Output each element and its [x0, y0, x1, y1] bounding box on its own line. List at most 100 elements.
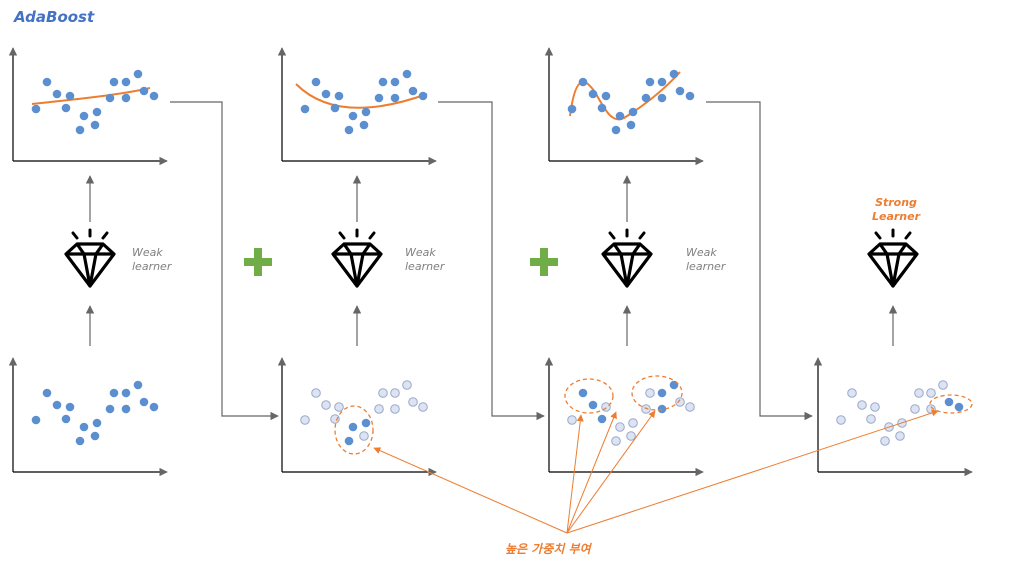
- page-title: AdaBoost: [14, 8, 95, 26]
- data-point: [90, 431, 100, 441]
- weak-label-line-2: learner: [405, 260, 445, 273]
- data-point: [390, 404, 400, 414]
- data-point: [408, 397, 418, 407]
- data-point: [641, 404, 651, 414]
- data-point: [321, 89, 331, 99]
- data-point: [626, 431, 636, 441]
- highlight-ellipse: [929, 394, 973, 414]
- data-point: [92, 107, 102, 117]
- weak-learner-label-2: Weak learner: [405, 246, 444, 274]
- data-point: [390, 388, 400, 398]
- annotation-arrow: [566, 410, 656, 534]
- data-point: [334, 402, 344, 412]
- highlight-ellipse: [334, 405, 374, 455]
- annotation-arrow: [566, 409, 939, 534]
- elbow-connector: [438, 101, 545, 421]
- data-point: [588, 400, 598, 410]
- data-point: [348, 422, 358, 432]
- icons-layer: [64, 228, 919, 288]
- data-point: [374, 93, 384, 103]
- diamond-icon: [601, 228, 653, 288]
- fit-curve: [295, 83, 428, 109]
- data-point: [588, 89, 598, 99]
- data-point: [597, 103, 607, 113]
- data-point: [42, 77, 52, 87]
- data-point: [626, 120, 636, 130]
- notes-layer: [334, 375, 973, 534]
- data-point: [330, 414, 340, 424]
- data-point: [133, 69, 143, 79]
- data-point: [344, 125, 354, 135]
- data-point: [133, 380, 143, 390]
- data-point: [311, 388, 321, 398]
- data-point: [109, 388, 119, 398]
- data-point: [65, 402, 75, 412]
- data-point: [615, 111, 625, 121]
- high-weight-note: 높은 가중치 부여: [505, 542, 591, 556]
- data-point: [611, 436, 621, 446]
- data-point: [31, 104, 41, 114]
- data-point: [657, 404, 667, 414]
- weak-label-line-1: Weak: [405, 246, 436, 259]
- weak-learner-label-3: Weak learner: [686, 246, 725, 274]
- data-point: [857, 400, 867, 410]
- plus-icon: [244, 248, 272, 276]
- data-point: [121, 77, 131, 87]
- data-point: [121, 388, 131, 398]
- data-point: [657, 388, 667, 398]
- data-point: [149, 402, 159, 412]
- data-point: [685, 91, 695, 101]
- weak-label-line-1: Weak: [686, 246, 717, 259]
- highlight-ellipse: [631, 375, 683, 411]
- data-point: [359, 431, 369, 441]
- data-point: [836, 415, 846, 425]
- diamond-icon: [64, 228, 116, 288]
- data-point: [628, 107, 638, 117]
- data-point: [641, 93, 651, 103]
- connectors-layer: [85, 101, 898, 421]
- data-point: [578, 77, 588, 87]
- data-point: [378, 77, 388, 87]
- data-point: [628, 418, 638, 428]
- data-point: [910, 404, 920, 414]
- data-point: [90, 120, 100, 130]
- data-point: [601, 91, 611, 101]
- data-point: [361, 107, 371, 117]
- data-point: [321, 400, 331, 410]
- data-point: [954, 402, 964, 412]
- data-point: [52, 89, 62, 99]
- data-point: [895, 431, 905, 441]
- data-point: [418, 91, 428, 101]
- data-point: [79, 422, 89, 432]
- data-point: [418, 402, 428, 412]
- data-point: [847, 388, 857, 398]
- data-point: [42, 388, 52, 398]
- data-point: [300, 415, 310, 425]
- data-point: [52, 400, 62, 410]
- data-point: [75, 436, 85, 446]
- data-point: [685, 402, 695, 412]
- data-point: [109, 77, 119, 87]
- data-point: [139, 86, 149, 96]
- data-point: [92, 418, 102, 428]
- data-point: [31, 415, 41, 425]
- data-point: [348, 111, 358, 121]
- data-point: [611, 125, 621, 135]
- diamond-icon: [331, 228, 383, 288]
- data-point: [914, 388, 924, 398]
- elbow-connector: [170, 101, 279, 421]
- data-point: [675, 397, 685, 407]
- data-point: [938, 380, 948, 390]
- data-point: [866, 414, 876, 424]
- data-point: [105, 404, 115, 414]
- data-point: [597, 414, 607, 424]
- data-point: [344, 436, 354, 446]
- points-layer: [31, 69, 964, 446]
- data-point: [567, 104, 577, 114]
- data-point: [657, 77, 667, 87]
- data-point: [669, 69, 679, 79]
- strong-label-line-2: Learner: [871, 210, 921, 223]
- data-point: [402, 69, 412, 79]
- highlight-ellipse: [564, 378, 614, 414]
- data-point: [105, 93, 115, 103]
